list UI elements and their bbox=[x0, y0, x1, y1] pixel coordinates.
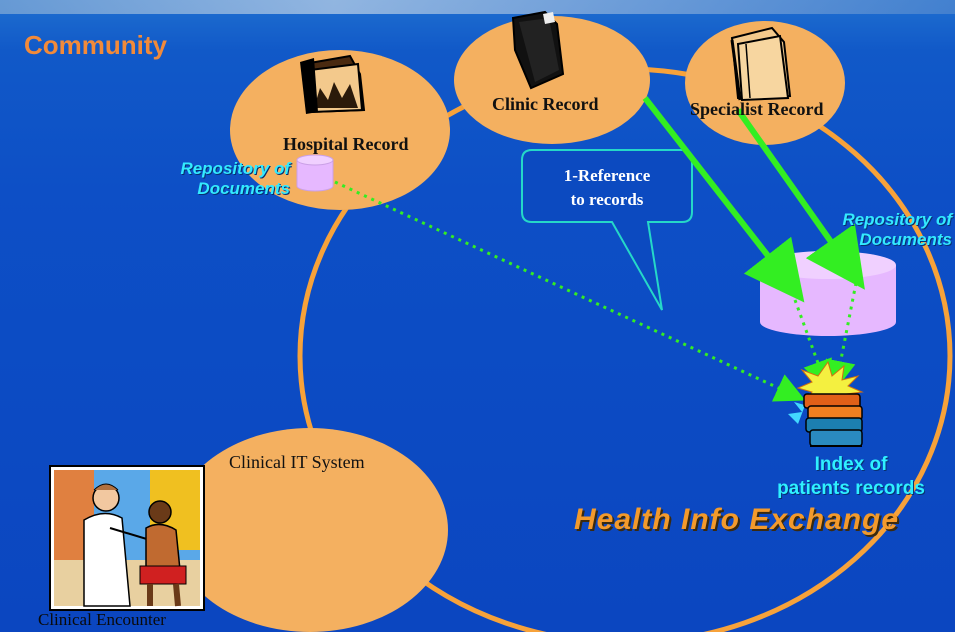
repository-left-cylinder[interactable] bbox=[296, 154, 334, 192]
clinical-encounter-picture bbox=[49, 465, 205, 611]
repository-right-label: Repository of Documents bbox=[806, 210, 952, 250]
repository-to-index-link-2 bbox=[825, 282, 858, 391]
repository-right-cylinder[interactable] bbox=[760, 251, 896, 336]
specialist-record-label: Specialist Record bbox=[690, 99, 824, 119]
clinical-encounter-caption: Clinical Encounter bbox=[38, 610, 166, 629]
index-line1: Index of bbox=[814, 454, 888, 475]
clinic-folder-icon bbox=[511, 10, 565, 90]
reference-callout-text: 1-Reference to records bbox=[532, 164, 682, 212]
top-decor-band bbox=[0, 0, 955, 14]
repository-left-label: Repository of Documents bbox=[148, 159, 290, 199]
repository-left-line1: Repository of bbox=[180, 159, 290, 178]
specialist-folder-icon bbox=[730, 26, 792, 102]
clinic-record-label: Clinic Record bbox=[492, 94, 599, 114]
index-label: Index of patients records bbox=[756, 453, 946, 501]
callout-line2: to records bbox=[570, 190, 644, 209]
hospital-node[interactable] bbox=[230, 50, 450, 210]
left-repository-to-index-link bbox=[334, 180, 806, 402]
repository-right-line1: Repository of bbox=[842, 210, 952, 229]
specialist-to-repository-arrow bbox=[735, 108, 865, 290]
hospital-folder-icon bbox=[300, 54, 366, 114]
index-line2: patients records bbox=[777, 478, 925, 499]
repository-right-line2: Documents bbox=[859, 230, 952, 249]
health-info-exchange-label: Health Info Exchange bbox=[574, 503, 900, 536]
repository-left-line2: Documents bbox=[197, 179, 290, 198]
clinical-it-system-label: Clinical IT System bbox=[229, 452, 365, 472]
index-books-icon[interactable] bbox=[788, 360, 864, 447]
community-label: Community bbox=[24, 30, 167, 60]
callout-line1: 1-Reference bbox=[563, 166, 651, 185]
clinical-it-node[interactable] bbox=[172, 428, 448, 632]
hospital-record-label: Hospital Record bbox=[283, 134, 409, 154]
clinic-node[interactable] bbox=[454, 16, 650, 144]
clinic-to-repository-arrow bbox=[642, 96, 805, 303]
